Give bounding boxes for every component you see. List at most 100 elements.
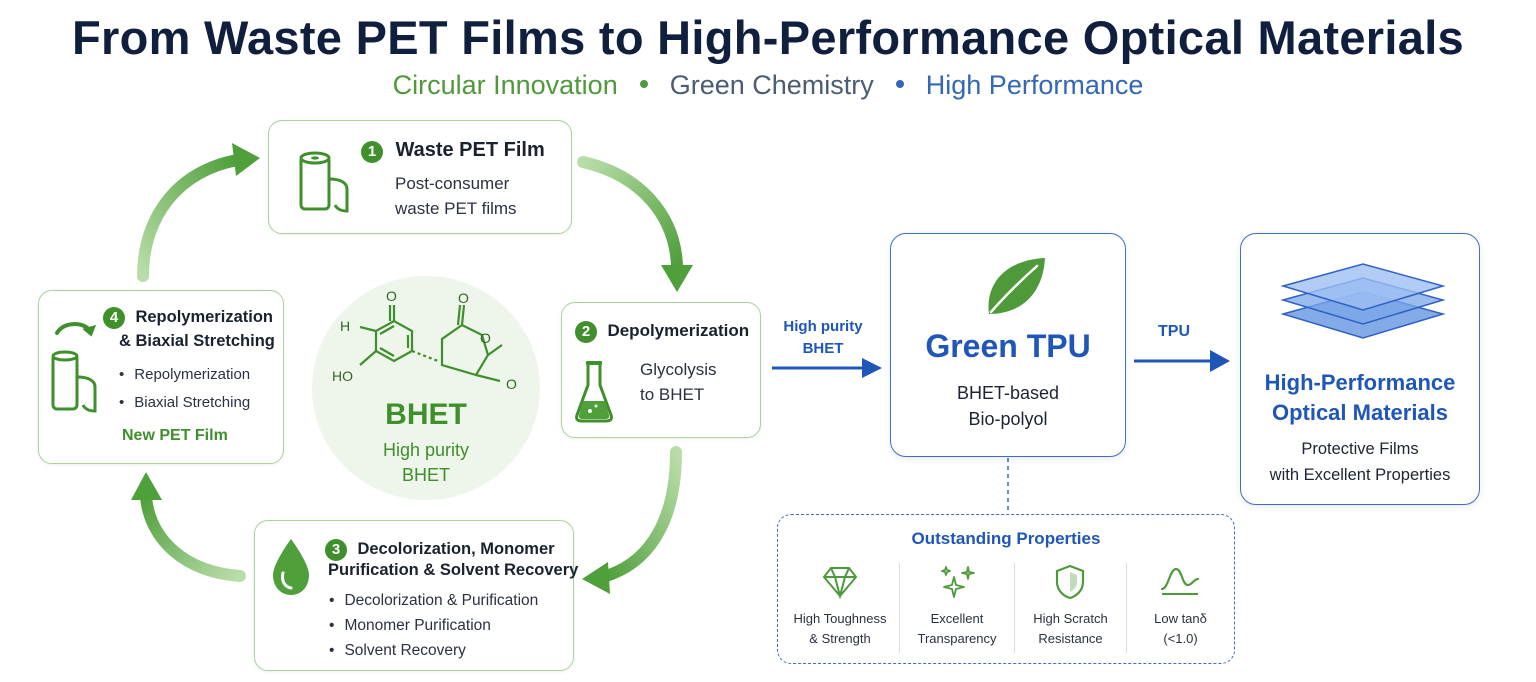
- molecule-label: O: [458, 290, 469, 306]
- bhet-name: BHET: [385, 398, 467, 431]
- divider: [1014, 563, 1015, 653]
- cycle-arrowhead: [582, 562, 610, 594]
- bullet-item: Monomer Purification: [329, 613, 538, 638]
- property-label: Low tanδ (<1.0): [1127, 609, 1234, 649]
- bhet-center-circle: [312, 276, 540, 500]
- new-pet-film-label: New PET Film: [122, 427, 228, 444]
- cycle-arrow-3-to-4: [140, 491, 246, 582]
- properties-title: Outstanding Properties: [911, 529, 1101, 548]
- molecule-label: O: [506, 376, 517, 392]
- divider: [1126, 563, 1127, 653]
- bullet-item: Decolorization & Purification: [329, 588, 538, 613]
- flow-label-line: High purity: [783, 318, 863, 335]
- subtitle-dot: [639, 80, 648, 89]
- step-1-desc: Post-consumer waste PET films: [395, 171, 517, 221]
- property-label-line: Excellent: [930, 611, 984, 626]
- step-1-desc-line: waste PET films: [395, 199, 517, 218]
- molecule-label: O: [480, 330, 491, 346]
- divider: [899, 563, 900, 653]
- step-3-title-line: Decolorization, Monomer: [357, 540, 555, 558]
- properties-panel: Outstanding Properties High Toughness & …: [777, 514, 1235, 664]
- step-2-desc-line: to BHET: [640, 385, 705, 404]
- optical-title-line: Optical Materials: [1271, 400, 1449, 425]
- arrowhead: [862, 358, 882, 378]
- optical-title-line: High-Performance: [1264, 370, 1456, 395]
- step-number-badge: 4: [103, 307, 125, 329]
- flow-label-line: BHET: [802, 340, 844, 357]
- step-2-desc-line: Glycolysis: [640, 360, 717, 379]
- subtitle-dot: [895, 80, 904, 89]
- cycle-arrow-4-to-1: [137, 154, 244, 282]
- property-label: Excellent Transparency: [900, 609, 1014, 649]
- green-tpu-desc-line: Bio-polyol: [968, 409, 1048, 429]
- bhet-molecule-structure: H O HO O O O: [332, 288, 517, 392]
- diamond-icon: [822, 567, 858, 599]
- leaf-icon: [988, 258, 1045, 314]
- step-2-header: 2 Depolymerization: [575, 321, 749, 343]
- bullet-item: Solvent Recovery: [329, 638, 538, 663]
- optical-desc-line: with Excellent Properties: [1269, 466, 1451, 484]
- green-tpu-desc-line: BHET-based: [956, 383, 1060, 403]
- step-3-title-line: Purification & Solvent Recovery: [328, 561, 579, 579]
- sparkle-icon: [941, 566, 975, 598]
- optical-desc: Protective Films with Excellent Properti…: [1241, 436, 1479, 488]
- step-4-title-line: Repolymerization: [135, 308, 273, 326]
- step-1-desc-line: Post-consumer: [395, 174, 510, 193]
- shield-icon: [1055, 564, 1085, 600]
- step-3-bullets: Decolorization & Purification Monomer Pu…: [329, 588, 538, 663]
- property-label-line: High Scratch: [1033, 611, 1108, 626]
- droplet-icon: [273, 539, 309, 595]
- step-3-card: 3 Decolorization, Monomer Purification &…: [254, 520, 578, 671]
- step-number-badge: 1: [361, 141, 383, 163]
- layered-films-icon: [1280, 263, 1446, 339]
- step-4-card: 4 Repolymerization & Biaxial Stretching …: [38, 290, 284, 464]
- green-tpu-card: Green TPU BHET-based Bio-polyol: [890, 233, 1126, 457]
- cycle-arrowhead: [661, 265, 693, 292]
- page-title: From Waste PET Films to High-Performance…: [71, 11, 1464, 64]
- step-3-header: 3 Decolorization, Monomer: [325, 539, 555, 561]
- cycle-arrowhead: [131, 472, 162, 500]
- step-1-card: 1 Waste PET Film Post-consumer waste PET…: [268, 120, 572, 234]
- flow-label-tpu: TPU: [1158, 323, 1190, 340]
- subtitle-item-green-chemistry: Green Chemistry: [669, 70, 874, 100]
- cycle-arrowhead: [232, 143, 260, 176]
- wave-icon: [1160, 567, 1200, 595]
- subtitle-item-circular: Circular Innovation: [392, 70, 618, 100]
- cycle-arrow-1-to-2: [577, 156, 683, 272]
- molecule-label: HO: [332, 368, 353, 384]
- property-label-line: Resistance: [1038, 631, 1103, 646]
- film-roll-icon: [299, 151, 349, 213]
- molecule-label: H: [340, 318, 350, 334]
- film-roll-refresh-icon: [51, 322, 97, 413]
- arrowhead: [1210, 350, 1230, 372]
- property-label: High Scratch Resistance: [1015, 609, 1126, 649]
- property-label-line: Low tanδ: [1154, 611, 1207, 626]
- bullet-item: Biaxial Stretching: [119, 390, 250, 415]
- property-label: High Toughness & Strength: [782, 609, 898, 649]
- optical-materials-card: High-Performance Optical Materials Prote…: [1240, 233, 1480, 505]
- optical-title: High-Performance Optical Materials: [1241, 368, 1479, 428]
- cycle-arrow-2-to-3: [600, 446, 682, 582]
- molecule-label: O: [386, 288, 397, 304]
- bhet-desc: High purity BHET: [312, 438, 540, 488]
- step-2-card: 2 Depolymerization Glycolysis to BHET: [561, 302, 761, 438]
- green-tpu-desc: BHET-based Bio-polyol: [891, 380, 1125, 432]
- property-label-line: Transparency: [917, 631, 997, 646]
- step-number-badge: 3: [325, 539, 347, 561]
- property-label-line: High Toughness: [793, 611, 887, 626]
- property-label-line: & Strength: [809, 631, 871, 646]
- step-number-badge: 2: [575, 321, 597, 343]
- bhet-desc-line: BHET: [401, 465, 450, 485]
- step-1-title: Waste PET Film: [395, 139, 545, 161]
- step-4-header: 4 Repolymerization: [103, 307, 273, 329]
- step-2-desc: Glycolysis to BHET: [640, 357, 717, 407]
- optical-desc-line: Protective Films: [1301, 440, 1419, 458]
- flask-icon: [575, 361, 613, 423]
- flow-label-high-purity-bhet: High purity BHET: [774, 316, 872, 360]
- property-label-line: (<1.0): [1163, 631, 1198, 646]
- bullet-item: Repolymerization: [119, 362, 250, 387]
- green-tpu-title: Green TPU: [925, 328, 1091, 364]
- step-2-title: Depolymerization: [607, 321, 750, 340]
